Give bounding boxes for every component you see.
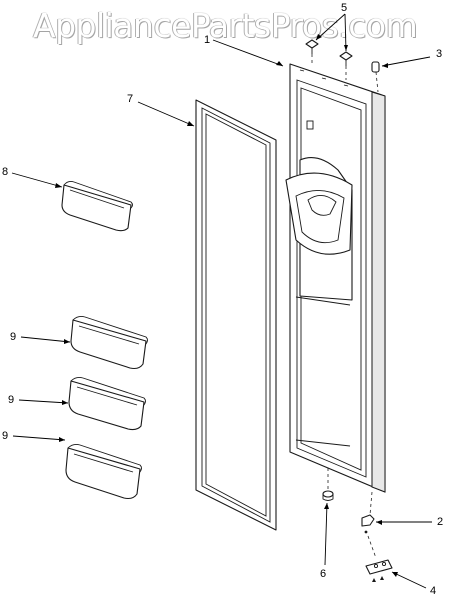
callout-8: 8 bbox=[2, 166, 63, 188]
callout-2: 2 bbox=[376, 516, 443, 528]
door-bin-3[interactable] bbox=[65, 443, 142, 500]
svg-text:7: 7 bbox=[127, 93, 133, 105]
svg-text:2: 2 bbox=[437, 516, 443, 528]
hinge-bracket[interactable] bbox=[365, 535, 393, 582]
callout-9-c: 9 bbox=[2, 430, 66, 442]
callout-1: 1 bbox=[204, 34, 284, 67]
hinge-lower[interactable] bbox=[361, 491, 375, 534]
callout-9-a: 9 bbox=[10, 331, 71, 344]
gasket[interactable] bbox=[195, 99, 277, 531]
door-bin-small[interactable] bbox=[61, 180, 133, 232]
svg-text:6: 6 bbox=[320, 568, 326, 580]
callout-7: 7 bbox=[127, 93, 195, 127]
door-bin-1[interactable] bbox=[70, 315, 148, 370]
bushing-bottom[interactable] bbox=[322, 468, 334, 501]
svg-text:5: 5 bbox=[341, 2, 347, 14]
svg-text:3: 3 bbox=[436, 48, 442, 60]
callout-4: 4 bbox=[391, 571, 436, 597]
callout-9-b: 9 bbox=[8, 394, 69, 406]
callout-6: 6 bbox=[320, 502, 329, 580]
screws[interactable] bbox=[305, 39, 353, 80]
svg-text:9: 9 bbox=[10, 331, 16, 343]
bushing-top[interactable] bbox=[371, 61, 380, 93]
svg-text:1: 1 bbox=[204, 34, 210, 46]
svg-text:9: 9 bbox=[8, 394, 14, 406]
watermark-logo: AppliancePartsPros.com bbox=[33, 6, 418, 45]
freezer-door[interactable] bbox=[285, 63, 386, 493]
svg-text:8: 8 bbox=[2, 166, 8, 178]
door-bin-2[interactable] bbox=[68, 376, 146, 431]
callout-3: 3 bbox=[381, 48, 442, 68]
svg-text:4: 4 bbox=[430, 585, 436, 597]
callout-5: 5 bbox=[315, 2, 348, 52]
svg-text:9: 9 bbox=[2, 430, 8, 442]
